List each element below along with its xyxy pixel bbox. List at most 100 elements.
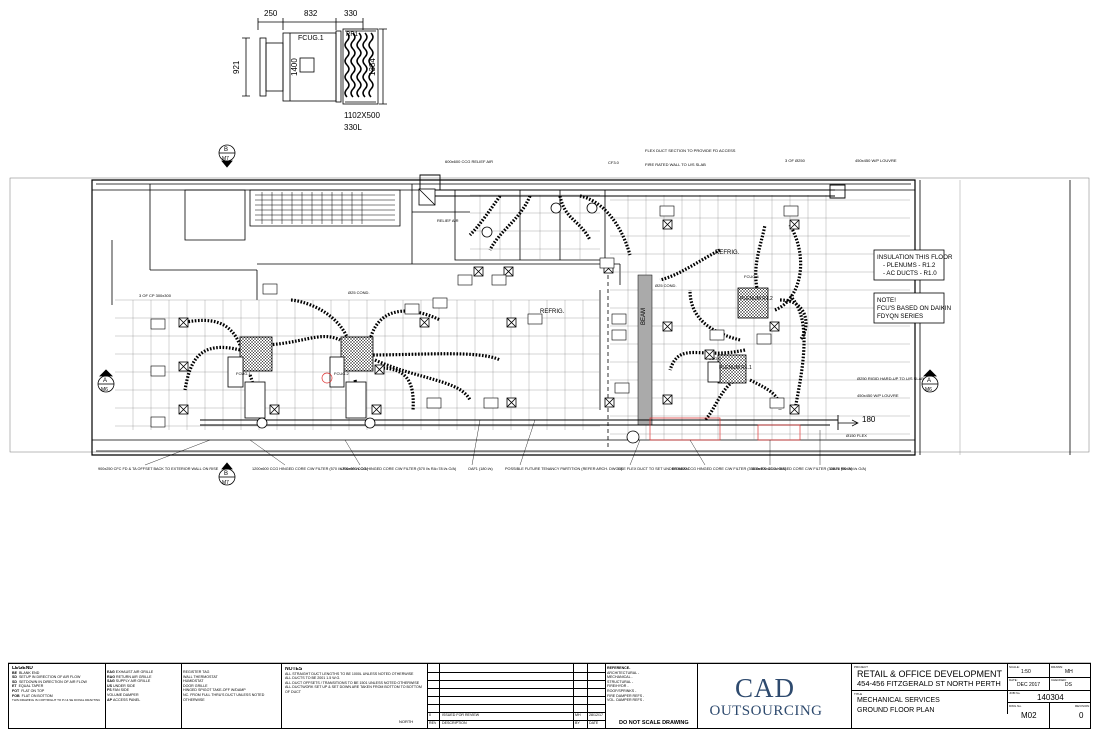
- dim-1384: 1384: [368, 58, 377, 76]
- reference-line: FIRE DAMPER REFS -: [607, 693, 645, 698]
- title-line1: MECHANICAL SERVICES: [857, 697, 940, 704]
- section-marker-b-bottom[interactable]: [218, 462, 236, 486]
- notes-title: NOTES: [285, 667, 303, 672]
- lbl-relief-air: RELIEF AIR: [437, 218, 459, 223]
- dont-scale: DO NOT SCALE DRAWING: [619, 720, 689, 726]
- bottom-callouts: [144, 419, 821, 466]
- legend-row: SD SETDOWN IN DIRECTION OF AIR FLOW: [12, 679, 87, 684]
- logo-cad: CAD: [734, 673, 795, 703]
- beam: [637, 274, 653, 426]
- note-line: ALL DUCT OFFSETS / TRANSITIONS TO BE 150…: [285, 680, 420, 685]
- fcu-unit-label: FCUG.1: [298, 35, 324, 42]
- insulation-box: [873, 249, 945, 281]
- insulation-line2: - AC DUCTS - R1.0: [883, 270, 937, 277]
- reference-line: ROOF/SPRINKS -: [607, 688, 637, 693]
- lbl-three-of: 3 OF Ø250: [785, 158, 806, 163]
- north-label: NORTH: [399, 720, 414, 724]
- legend2-row: FS FAN SIDE: [107, 688, 129, 693]
- dim-330: 330: [344, 9, 358, 18]
- box-size: 1102X500: [344, 111, 380, 120]
- reference-line: FIRE/HYDR -: [607, 684, 629, 689]
- flex-ducts: [183, 194, 808, 422]
- note-line2: FDYQN SERIES: [877, 313, 923, 320]
- legend3-row: HUMIDSTAT: [183, 679, 204, 684]
- callout-3: 1200x600 CCG HINGED CORE C/W FILTER (570…: [340, 467, 457, 471]
- callout-7: 600x600 CCG HINGED CORE C/W FILTER (355 …: [672, 467, 787, 471]
- plenum-r1-2-label: PLENUM R1.2: [740, 296, 773, 302]
- note-box: [873, 292, 945, 324]
- note-line: ALL DUCTS TO BE 2001 1.5 W.G.: [285, 676, 341, 681]
- drawn-value: MH: [1065, 669, 1073, 675]
- scale-value: 1:50: [1021, 669, 1031, 675]
- lbl-fire-rated: FIRE RATED WALL TO U/S SLAB: [645, 162, 706, 167]
- lbl-rigid: Ø250 RIGID HARD-UP TO U/S SLAB: [857, 376, 924, 381]
- plenum-r1-1[interactable]: [717, 354, 747, 384]
- note-line: ALL DUCTWORK SET UP & SET DOWN ARE TAKEN…: [285, 685, 422, 694]
- rev-header-date: DATE: [589, 721, 599, 725]
- date-value: DEC 2017: [1017, 682, 1041, 688]
- title-block: LEGEND BE BLANK END SD SETUP IN DIRECTIO…: [8, 663, 1091, 729]
- section-marker-a-right[interactable]: [921, 369, 939, 393]
- rev-date: 28/12/17: [589, 713, 603, 717]
- arrow-180: [838, 419, 859, 427]
- lbl-relief-top: 600x600 CCG RELIEF AIR: [445, 159, 493, 164]
- dim-1400: 1400: [290, 58, 299, 76]
- legend3-row: DOOR GRILLE: [183, 683, 208, 688]
- plenum-r1-2[interactable]: [737, 287, 769, 319]
- section-marker-a-left[interactable]: [97, 369, 115, 393]
- project-name: RETAIL & OFFICE DEVELOPMENT: [857, 669, 1003, 679]
- rev-by: MH: [575, 713, 581, 717]
- job-value: 140304: [1037, 693, 1064, 702]
- legend-row: SD SETUP IN DIRECTION OF AIR FLOW: [12, 675, 81, 680]
- dwg-label: DWG No.: [1009, 704, 1022, 708]
- marker-b-letter: B: [224, 147, 228, 153]
- rev-description: ISSUED FOR REVIEW: [442, 713, 480, 717]
- legend-title: LEGEND: [12, 666, 33, 671]
- box-len: 330L: [344, 123, 362, 132]
- note-line: ALL STRAIGHT DUCT LENGTHS TO BE 1000L UN…: [285, 671, 414, 676]
- callout-1: 900x250 CFC FD & TA OFFSET BACK TO EXTER…: [98, 467, 219, 471]
- legend3-row: WALL THERMOSTAT: [183, 674, 218, 679]
- legend2-row: SAG SUPPLY AIR GRILLE: [107, 679, 151, 684]
- plenum-fcug1[interactable]: [239, 336, 273, 372]
- section-marker-b-top[interactable]: [218, 144, 236, 168]
- checked-value: DS: [1065, 682, 1072, 688]
- marker-a-letter: A: [103, 378, 107, 384]
- rev-header-by: BY: [575, 721, 580, 725]
- project-address: 454-456 FITZGERALD ST NORTH PERTH: [857, 679, 1001, 688]
- note-line1: FCU'S BASED ON DAIKIN: [877, 305, 951, 312]
- lbl-cf: CF3.0: [608, 160, 620, 165]
- drawn-label: DRAWN:: [1051, 665, 1064, 669]
- rev-number: 0: [429, 713, 431, 717]
- lbl-dim180: 180: [862, 415, 876, 424]
- dwg-value: M02: [1021, 711, 1037, 720]
- fcug4-label: FCUG.4: [744, 274, 759, 279]
- checked-label: CHECKED:: [1051, 678, 1067, 682]
- callout-4: OAF1 (180 l/s): [468, 467, 493, 471]
- building-outline: [9, 177, 1090, 456]
- title-label: TITLE: [854, 692, 863, 696]
- logo-outsourcing: OUTSOURCING: [709, 703, 823, 719]
- lbl-flex-top: FLEX DUCT SECTION TO PROVIDE FD ACCESS: [645, 148, 736, 153]
- legend2-row: EAG EXHAUST AIR GRILLE: [107, 670, 154, 674]
- project-label: PROJECT: [854, 665, 869, 669]
- insulation-line1: - PLENUMS - R1.2: [883, 262, 936, 269]
- legend3-row: NC. FROM FULL THRU'S DUCT UNLESS NOTED O…: [183, 692, 265, 702]
- dim-250: 250: [264, 9, 278, 18]
- register-tags: [150, 205, 799, 428]
- plenum-r1-1-label: PLENUM R1.1: [719, 365, 752, 371]
- plenum-fcug2[interactable]: [340, 336, 374, 372]
- legend-row: BE BLANK END: [12, 670, 40, 675]
- reference-line: STRUCTURAL -: [607, 679, 634, 684]
- lbl-cond: Ø25 COND.: [348, 290, 370, 295]
- scale-label: SCALE:: [1009, 665, 1020, 669]
- lbl-flex150: Ø150 FLEX: [846, 433, 867, 438]
- legend2-row: RAG RETURN AIR GRILLE: [107, 674, 152, 679]
- lbl-cp: 3 OF CP 300x300: [139, 293, 172, 298]
- note-title: NOTE!: [877, 297, 896, 304]
- reference-line: MECHANICAL -: [607, 675, 633, 680]
- reference-line: VOL. DAMPER REFS -: [607, 698, 645, 703]
- legend3-row: REGISTER TAG: [183, 670, 210, 674]
- marker-a-sheet: M6: [101, 387, 108, 393]
